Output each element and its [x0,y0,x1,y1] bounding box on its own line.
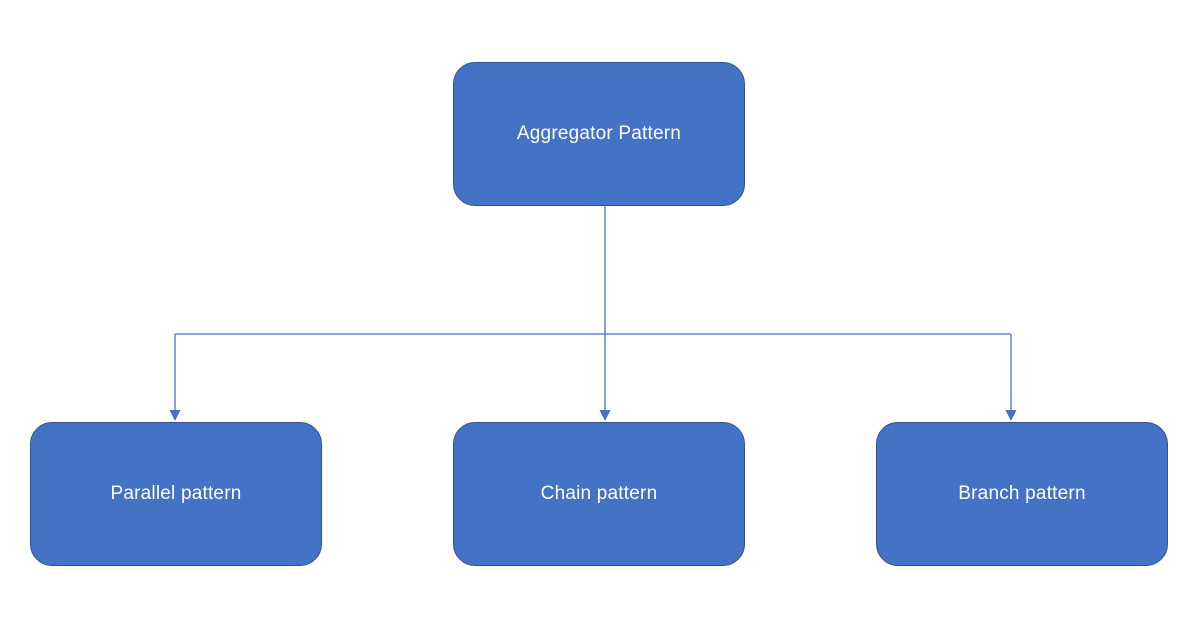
node-branch-pattern-label: Branch pattern [958,483,1086,504]
arrowhead-chain-icon [599,410,611,421]
arrowhead-branch-icon [1005,410,1017,421]
node-chain-pattern-label: Chain pattern [540,483,658,504]
node-aggregator-pattern: Aggregator Pattern [453,62,745,206]
arrowhead-parallel-icon [169,410,181,421]
node-aggregator-pattern-label: Aggregator Pattern [516,123,682,144]
node-chain-pattern: Chain pattern [453,422,745,566]
node-parallel-pattern: Parallel pattern [30,422,322,566]
node-parallel-pattern-label: Parallel pattern [110,483,242,504]
node-branch-pattern: Branch pattern [876,422,1168,566]
